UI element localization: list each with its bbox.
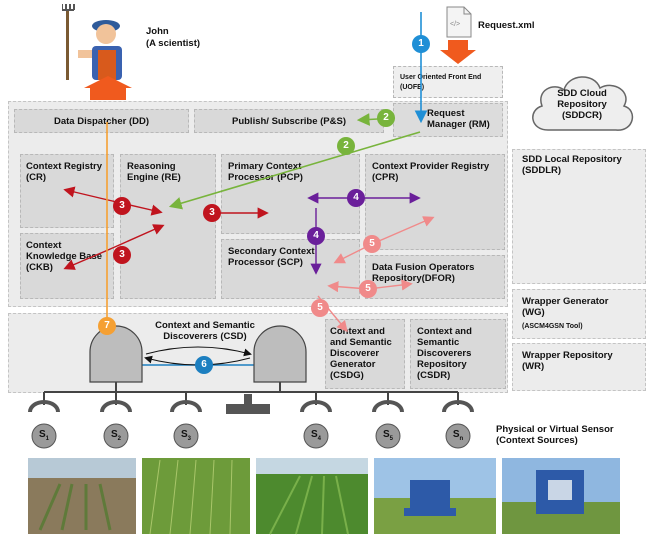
- field-photo-3: [256, 458, 368, 535]
- dd-label: Data Dispatcher (DD): [53, 116, 150, 127]
- scp-label: Secondary Context Processor (SCP): [228, 246, 315, 268]
- wg-panel: [512, 289, 646, 339]
- sensor-n: Sn: [452, 429, 464, 442]
- svg-text:</>: </>: [450, 21, 460, 28]
- reasoning-engine-box: Reasoning Engine (RE): [120, 154, 216, 299]
- cpr-label: Context Provider Registry (CPR): [372, 161, 490, 183]
- rm-label: Request Manager (RM): [427, 108, 490, 130]
- wg-tool-label: (ASCM4GSN Tool): [522, 323, 583, 330]
- step-4a-number: 4: [353, 192, 359, 203]
- step-6-number: 6: [201, 359, 207, 370]
- sensor-4: S4: [310, 429, 321, 442]
- request-file-label: Request.xml: [478, 20, 535, 31]
- csd-label: Context and Semantic Discoverers (CSD): [155, 320, 255, 342]
- sensor-1: S1: [38, 429, 49, 442]
- scientist-name: John: [146, 26, 169, 37]
- field-photo-1: [28, 458, 136, 534]
- step-2b-number: 2: [343, 140, 349, 151]
- sddcr-label: SDD Cloud Repository (SDDCR): [557, 88, 607, 121]
- request-manager-box: Request Manager (RM): [393, 103, 503, 137]
- publish-subscribe-box: Publish/ Subscribe (P&S): [194, 109, 384, 133]
- farmer-icon: [62, 4, 122, 80]
- dfor-label: Data Fusion Operators Repository(DFOR): [372, 262, 475, 284]
- dfor-box: Data Fusion Operators Repository(DFOR): [365, 255, 505, 299]
- re-label: Reasoning Engine (RE): [127, 161, 181, 183]
- step-3b-number: 3: [209, 207, 215, 218]
- ps-label: Publish/ Subscribe (P&S): [231, 116, 347, 127]
- cr-label: Context Registry (CR): [26, 161, 103, 183]
- uofe-box: User Oriented Front End (UOFE): [393, 66, 503, 98]
- sddlr-label: SDD Local Repository (SDDLR): [522, 154, 622, 176]
- step-7-number: 7: [104, 320, 110, 331]
- xml-file-icon: </>: [446, 6, 472, 38]
- uofe-label: User Oriented Front End (UOFE): [400, 74, 482, 91]
- cloud-icon: [532, 76, 634, 131]
- sensors-label: Physical or Virtual Sensor (Context Sour…: [496, 424, 614, 446]
- sensor-3: S3: [180, 429, 191, 442]
- sensor-5: S5: [382, 429, 393, 442]
- csdg-box: Context and and Semantic Discoverer Gene…: [325, 319, 405, 389]
- step-5c-number: 5: [317, 302, 323, 313]
- context-registry-box: Context Registry (CR): [20, 154, 114, 228]
- step-1-number: 1: [418, 38, 424, 49]
- csdr-box: Context and Semantic Discoverers Reposit…: [410, 319, 506, 389]
- data-dispatcher-box: Data Dispatcher (DD): [14, 109, 189, 133]
- step-3a-number: 3: [119, 200, 125, 211]
- step-5b-number: 5: [365, 283, 371, 294]
- sddlr-panel: [512, 149, 646, 284]
- step-5a-number: 5: [369, 238, 375, 249]
- step-4b-number: 4: [313, 230, 319, 241]
- csdg-label: Context and and Semantic Discoverer Gene…: [330, 326, 392, 381]
- sensor-2: S2: [110, 429, 121, 442]
- scientist-role: (A scientist): [146, 38, 201, 49]
- cpr-box: Context Provider Registry (CPR): [365, 154, 505, 250]
- wg-label: Wrapper Generator (WG): [522, 296, 609, 318]
- wr-panel: [512, 343, 646, 391]
- field-photo-2: [142, 458, 250, 535]
- step-2a-number: 2: [383, 112, 389, 123]
- csdr-label: Context and Semantic Discoverers Reposit…: [417, 326, 472, 381]
- wr-label: Wrapper Repository (WR): [522, 350, 613, 372]
- ckb-label: Context Knowledge Base (CKB): [26, 240, 103, 273]
- step-3c-number: 3: [119, 249, 125, 260]
- field-photo-4: [374, 458, 496, 534]
- field-photo-5: [502, 458, 620, 534]
